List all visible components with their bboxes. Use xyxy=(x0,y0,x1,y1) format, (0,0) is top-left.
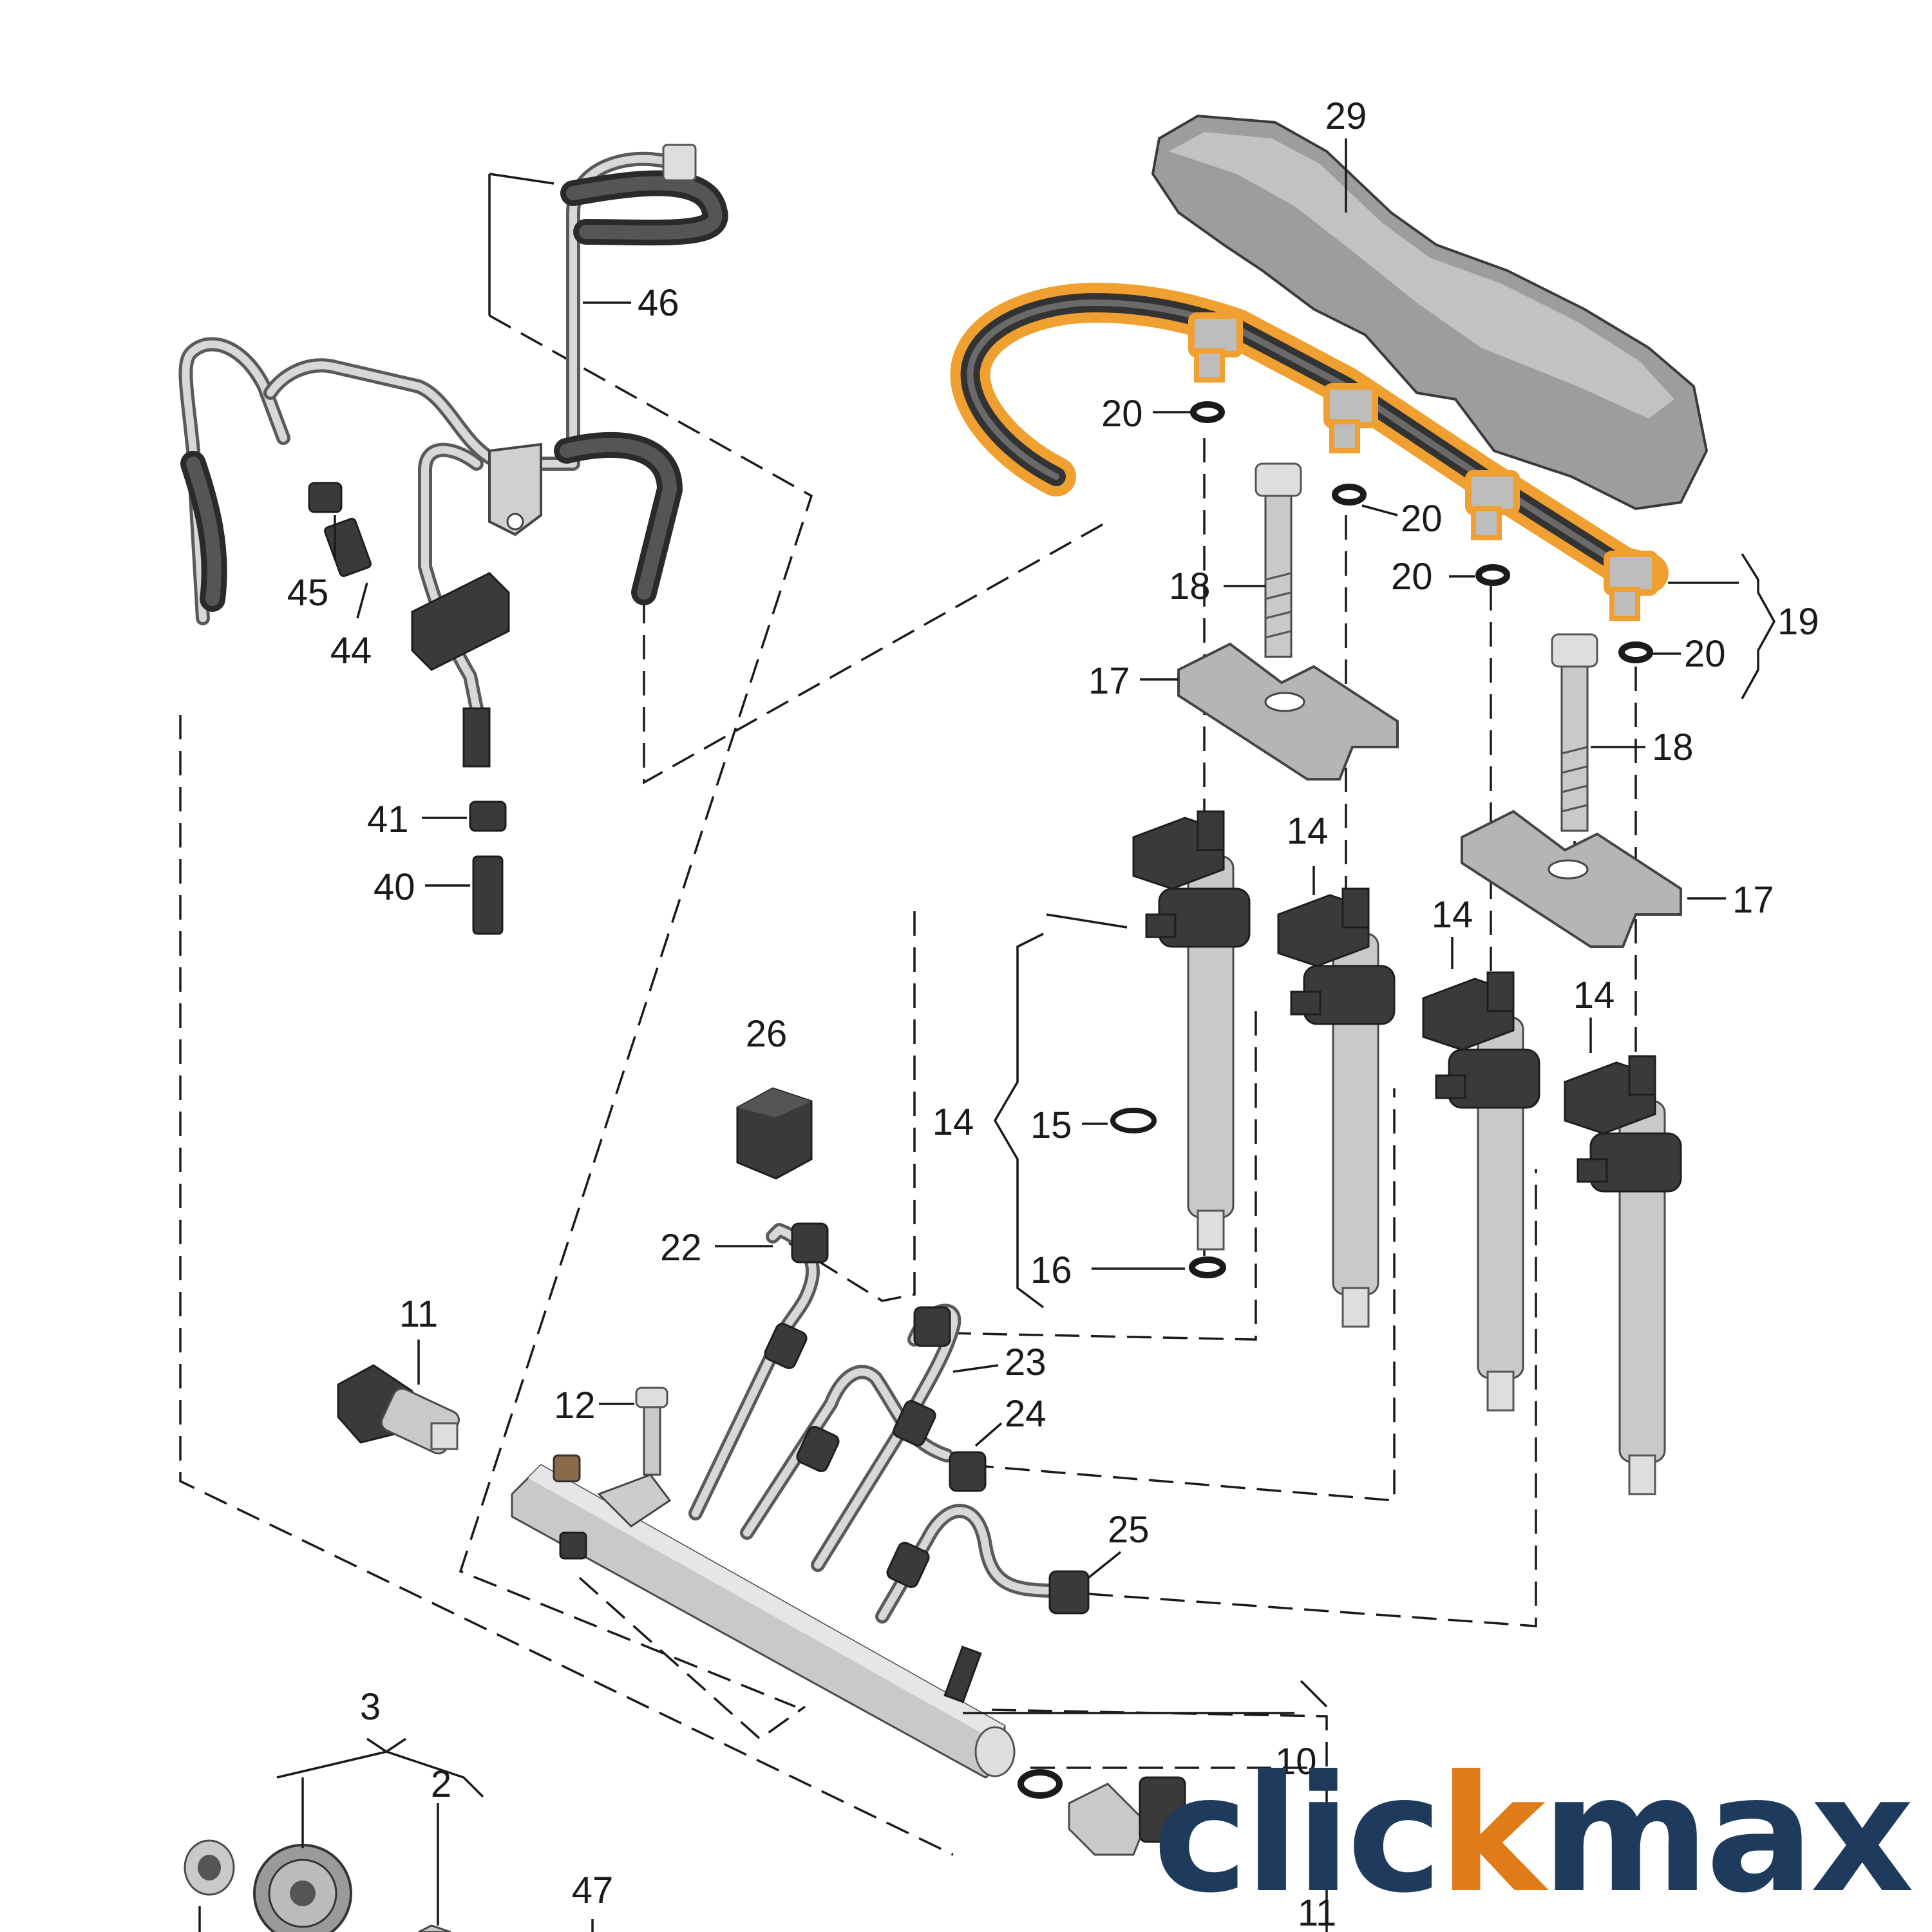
label-14-a: 14 xyxy=(1287,810,1329,852)
label-11-a: 11 xyxy=(399,1293,438,1335)
high-pressure-pipes xyxy=(688,1222,1090,1624)
clip-part-45 xyxy=(308,482,372,577)
label-45: 45 xyxy=(287,572,329,614)
label-16: 16 xyxy=(1030,1249,1072,1291)
label-14-b: 14 xyxy=(1432,894,1473,936)
clamps-part-17 xyxy=(1177,642,1682,948)
label-19: 19 xyxy=(1777,601,1819,643)
label-17-a: 17 xyxy=(1088,660,1130,702)
dashed-assembly-lines xyxy=(179,314,1637,1932)
label-14-d: 14 xyxy=(933,1101,974,1143)
injector-3 xyxy=(1422,971,1540,1412)
label-20-a: 20 xyxy=(1101,393,1143,435)
label-20-c: 20 xyxy=(1391,556,1433,598)
bolt-part-12 xyxy=(635,1387,668,1476)
label-40: 40 xyxy=(374,866,415,908)
injector-1 xyxy=(1132,810,1251,1251)
gear-part-3 xyxy=(184,1839,352,1932)
label-12: 12 xyxy=(554,1385,596,1426)
label-18-a: 18 xyxy=(1169,565,1211,607)
callout-labels: 29 46 20 20 20 20 18 18 19 17 17 45 44 4… xyxy=(287,95,1819,1932)
label-18-b: 18 xyxy=(1652,726,1694,768)
leader-lines xyxy=(198,138,1776,1932)
seal-washers-part-20 xyxy=(1190,401,1653,663)
clip-part-41 xyxy=(469,800,507,935)
seal-washer-part-16 xyxy=(1189,1256,1226,1278)
label-10: 10 xyxy=(1275,1741,1317,1783)
label-23: 23 xyxy=(1005,1341,1046,1383)
label-46: 46 xyxy=(638,282,679,324)
leak-off-line-part-19 xyxy=(950,283,1669,621)
label-17-b: 17 xyxy=(1732,879,1774,921)
label-20-b: 20 xyxy=(1401,498,1443,540)
return-line-part-46 xyxy=(178,144,728,768)
part-2 xyxy=(418,1924,451,1932)
label-15: 15 xyxy=(1030,1104,1072,1146)
label-29: 29 xyxy=(1325,95,1367,137)
injectors-part-14 xyxy=(1132,810,1682,1495)
label-2: 2 xyxy=(431,1763,451,1805)
clickmax-logo: clickmax xyxy=(1153,1741,1912,1928)
label-11-b: 11 xyxy=(1298,1892,1336,1932)
pressure-sensor-part-11 xyxy=(337,1364,460,1455)
injector-2 xyxy=(1277,887,1396,1328)
label-22: 22 xyxy=(660,1227,702,1269)
label-41: 41 xyxy=(367,799,409,840)
label-44: 44 xyxy=(330,630,372,672)
sensor-part-10 xyxy=(1018,1769,1186,1856)
label-47: 47 xyxy=(572,1870,614,1911)
engine-cover-part-29 xyxy=(1151,114,1709,511)
injector-4 xyxy=(1564,1055,1682,1495)
label-26: 26 xyxy=(746,1013,788,1055)
fuel-rail xyxy=(511,1454,1016,1779)
bolts-part-18 xyxy=(1255,462,1598,832)
label-24: 24 xyxy=(1005,1393,1046,1435)
label-25: 25 xyxy=(1108,1509,1150,1551)
label-20-d: 20 xyxy=(1684,633,1726,675)
damper-part-26 xyxy=(736,1087,813,1180)
label-3: 3 xyxy=(360,1686,381,1728)
label-14-c: 14 xyxy=(1573,974,1615,1016)
o-ring-part-15 xyxy=(1110,1108,1157,1133)
